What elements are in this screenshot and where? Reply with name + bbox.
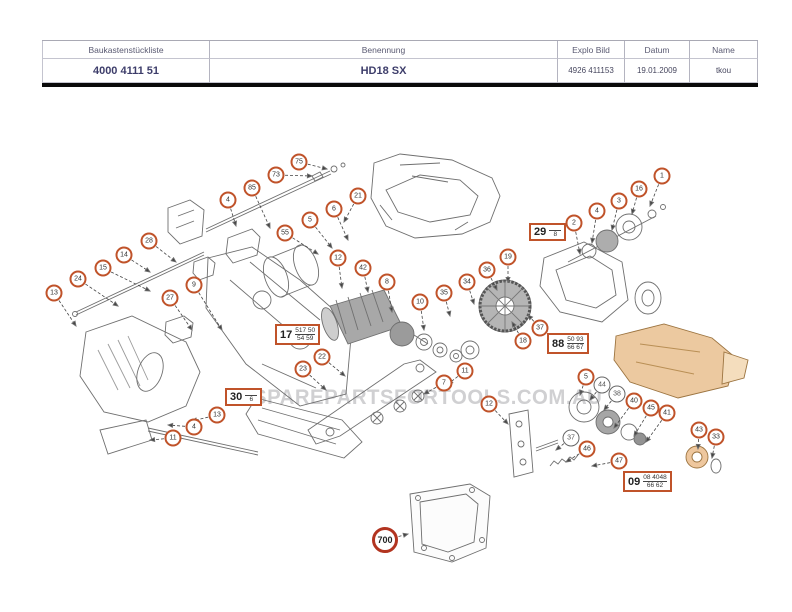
- callout-19[interactable]: 19: [499, 248, 517, 266]
- callout-44[interactable]: 44: [593, 376, 611, 394]
- part-shoe: [245, 397, 363, 459]
- callout-24[interactable]: 24: [69, 270, 87, 288]
- callout-36[interactable]: 36: [478, 261, 496, 279]
- part-field-coil: [262, 244, 320, 298]
- callout-27[interactable]: 27: [161, 289, 179, 307]
- callout-4[interactable]: 4: [219, 191, 237, 209]
- callout-4[interactable]: 4: [185, 418, 203, 436]
- part-front-gear-housing: [613, 323, 749, 399]
- callout-5[interactable]: 5: [577, 368, 595, 386]
- explo-image-label: Explo Bild: [558, 41, 625, 59]
- header-table: Baukastenstückliste Benennung Explo Bild…: [42, 40, 758, 87]
- callout-22[interactable]: 22: [313, 348, 331, 366]
- callout-18[interactable]: 18: [514, 332, 532, 350]
- callout-12[interactable]: 12: [329, 249, 347, 267]
- callout-6[interactable]: 6: [325, 200, 343, 218]
- callout-85[interactable]: 85: [243, 179, 261, 197]
- callout-42[interactable]: 42: [354, 259, 372, 277]
- callout-2[interactable]: 2: [565, 214, 583, 232]
- header-divider: [42, 83, 758, 87]
- part-bottom-cover-plate: [409, 483, 491, 563]
- callout-11[interactable]: 11: [164, 429, 182, 447]
- part-washer-stack: [415, 333, 480, 363]
- callout-13[interactable]: 13: [45, 284, 63, 302]
- callout-35[interactable]: 35: [435, 284, 453, 302]
- callout-3[interactable]: 3: [610, 192, 628, 210]
- designation-value: HD18 SX: [210, 59, 558, 83]
- watermark: SPAREPARTSFORTOOLS.COM.AU: [253, 386, 603, 409]
- part-spring-and-pin: [535, 439, 579, 467]
- callout-75[interactable]: 75: [290, 153, 308, 171]
- part-top-motor-housing: [370, 153, 501, 239]
- callout-10[interactable]: 10: [411, 293, 429, 311]
- callout-700[interactable]: 700: [372, 527, 398, 553]
- callout-41[interactable]: 41: [658, 404, 676, 422]
- callout-21[interactable]: 21: [349, 187, 367, 205]
- callout-11[interactable]: 11: [456, 362, 474, 380]
- callout-1[interactable]: 1: [653, 167, 671, 185]
- callout-43[interactable]: 43: [690, 421, 708, 439]
- part-left-rear-housing: [79, 315, 259, 456]
- part-armature: [321, 289, 429, 347]
- callout-34[interactable]: 34: [458, 273, 476, 291]
- callout-46[interactable]: 46: [578, 440, 596, 458]
- callout-15[interactable]: 15: [94, 259, 112, 277]
- name-label: Name: [690, 41, 758, 59]
- header-label-row: Baukastenstückliste Benennung Explo Bild…: [42, 41, 758, 59]
- callout-37[interactable]: 37: [562, 429, 580, 447]
- part-rod-left: [72, 251, 205, 317]
- designation-label: Benennung: [210, 41, 558, 59]
- part-counterweight-discs: [568, 391, 647, 446]
- callout-37[interactable]: 37: [531, 319, 549, 337]
- part-gearcase-shells: [539, 241, 662, 323]
- part-rod-top: [205, 162, 346, 233]
- callout-38[interactable]: 38: [608, 385, 626, 403]
- bom-list-label: Baukastenstückliste: [42, 41, 210, 59]
- part-spindle-and-gears: [567, 204, 666, 263]
- callout-16[interactable]: 16: [630, 180, 648, 198]
- header-value-row: 4000 4111 51 HD18 SX 4926 411153 19.01.2…: [42, 59, 758, 83]
- callout-8[interactable]: 8: [378, 273, 396, 291]
- callout-33[interactable]: 33: [707, 428, 725, 446]
- part-front-bearing: [685, 445, 722, 474]
- callout-5[interactable]: 5: [301, 211, 319, 229]
- callout-9[interactable]: 9: [185, 276, 203, 294]
- part-switch-cluster: [164, 199, 261, 344]
- callout-45[interactable]: 45: [642, 399, 660, 417]
- callout-13[interactable]: 13: [208, 406, 226, 424]
- part-bracket-plate: [508, 409, 534, 478]
- date-label: Datum: [625, 41, 690, 59]
- callout-47[interactable]: 47: [610, 452, 628, 470]
- callout-4[interactable]: 4: [588, 202, 606, 220]
- callout-73[interactable]: 73: [267, 166, 285, 184]
- callout-55[interactable]: 55: [276, 224, 294, 242]
- part-lever-linkage: [307, 359, 437, 445]
- part-bevel-gear: [478, 279, 532, 333]
- callout-12[interactable]: 12: [480, 395, 498, 413]
- date-value: 19.01.2009: [625, 59, 690, 83]
- callout-7[interactable]: 7: [435, 374, 453, 392]
- callout-23[interactable]: 23: [294, 360, 312, 378]
- callout-14[interactable]: 14: [115, 246, 133, 264]
- bom-number: 4000 4111 51: [42, 59, 210, 83]
- name-value: tkou: [690, 59, 758, 83]
- callout-40[interactable]: 40: [625, 392, 643, 410]
- leader-lines: [58, 163, 716, 538]
- callout-28[interactable]: 28: [140, 232, 158, 250]
- explo-image-number: 4926 411153: [558, 59, 625, 83]
